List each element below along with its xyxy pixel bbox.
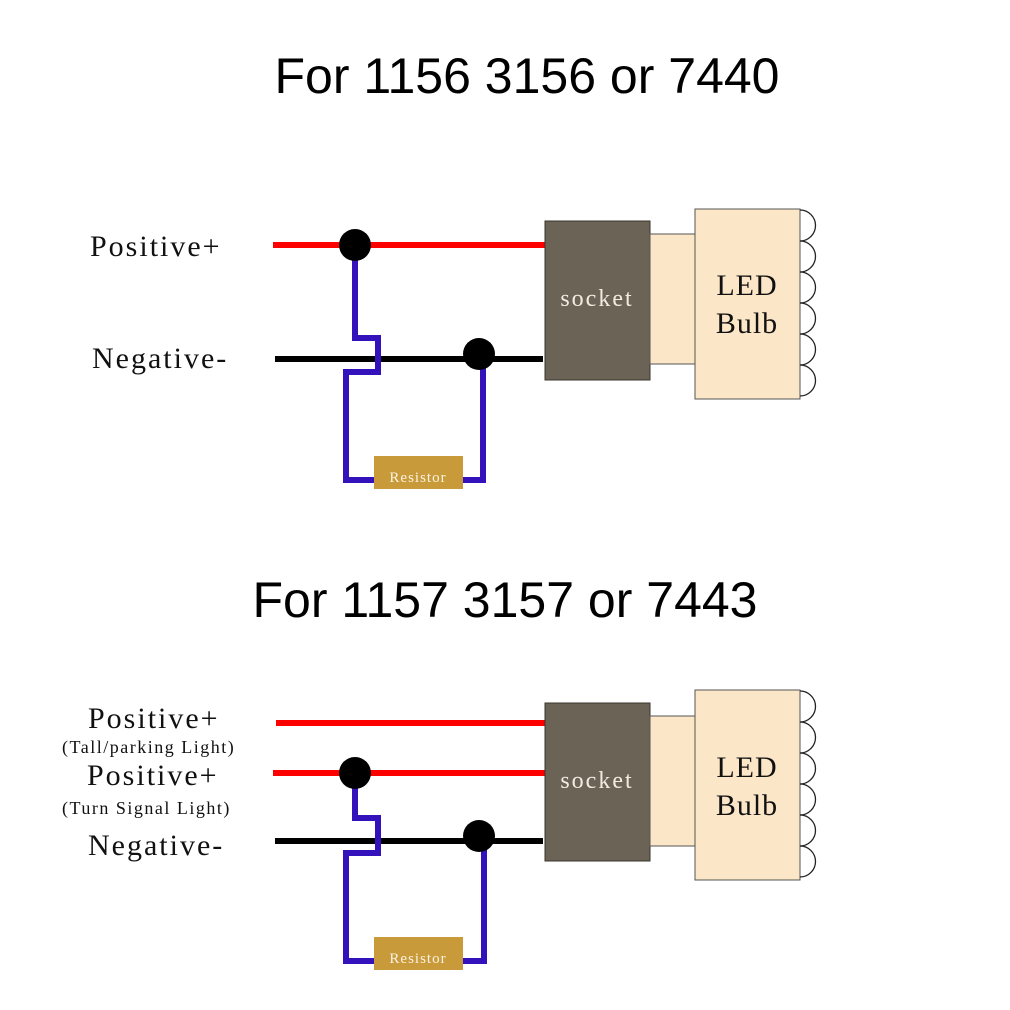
positive-wire-label: Positive+ [90,230,222,263]
socket-label: socket [560,768,633,794]
led-emitters [799,690,817,878]
bulb-label-line2: Bulb [716,789,778,822]
led-emitter [799,240,817,273]
diagram-single-filament: For 1156 3156 or 7440 Positive+ Negative… [90,48,817,489]
positive-tail-wire-sublabel: (Tall/parking Light) [62,737,235,758]
led-emitter [799,814,817,847]
resistor-wire-return [460,355,486,483]
negative-wire-label: Negative- [92,342,228,375]
led-emitter [799,364,817,397]
resistor-wire-return [460,836,487,964]
diagram-title: For 1156 3156 or 7440 [274,48,779,104]
resistor-label: Resistor [389,951,446,967]
resistor [374,456,463,489]
junction-dot-positive [339,229,371,261]
positive-tail-wire-label: Positive+ [88,702,220,735]
led-emitter [799,721,817,754]
led-emitter [799,271,817,304]
led-emitter [799,845,817,878]
led-emitter [799,783,817,816]
resistor-wire [343,245,381,483]
led-emitter [799,752,817,785]
led-bulb [694,208,801,400]
socket [544,220,651,381]
resistor-wire [343,773,381,964]
socket-label: socket [560,286,633,312]
diagram-dual-filament: For 1157 3157 or 7443 Positive+ (Tall/pa… [62,572,817,970]
junction-dot-positive [339,757,371,789]
socket [544,702,651,862]
bulb-label-line1: LED [716,751,777,784]
bulb-base [649,715,696,847]
bulb-label-line1: LED [716,269,777,302]
junction-dot-negative [463,338,495,370]
led-emitters [799,209,817,397]
led-bulb [694,689,801,881]
negative-wire-label: Negative- [88,829,224,862]
bulb-base [649,233,696,365]
led-emitter [799,302,817,335]
led-emitter [799,209,817,242]
positive-turn-wire-label: Positive+ [87,759,219,792]
diagram-title: For 1157 3157 or 7443 [252,572,757,628]
positive-turn-wire-sublabel: (Turn Signal Light) [62,798,231,819]
bulb-label-line2: Bulb [716,307,778,340]
led-emitter [799,333,817,366]
led-emitter [799,690,817,723]
resistor-label: Resistor [389,470,446,486]
resistor [374,937,463,970]
junction-dot-negative [463,820,495,852]
